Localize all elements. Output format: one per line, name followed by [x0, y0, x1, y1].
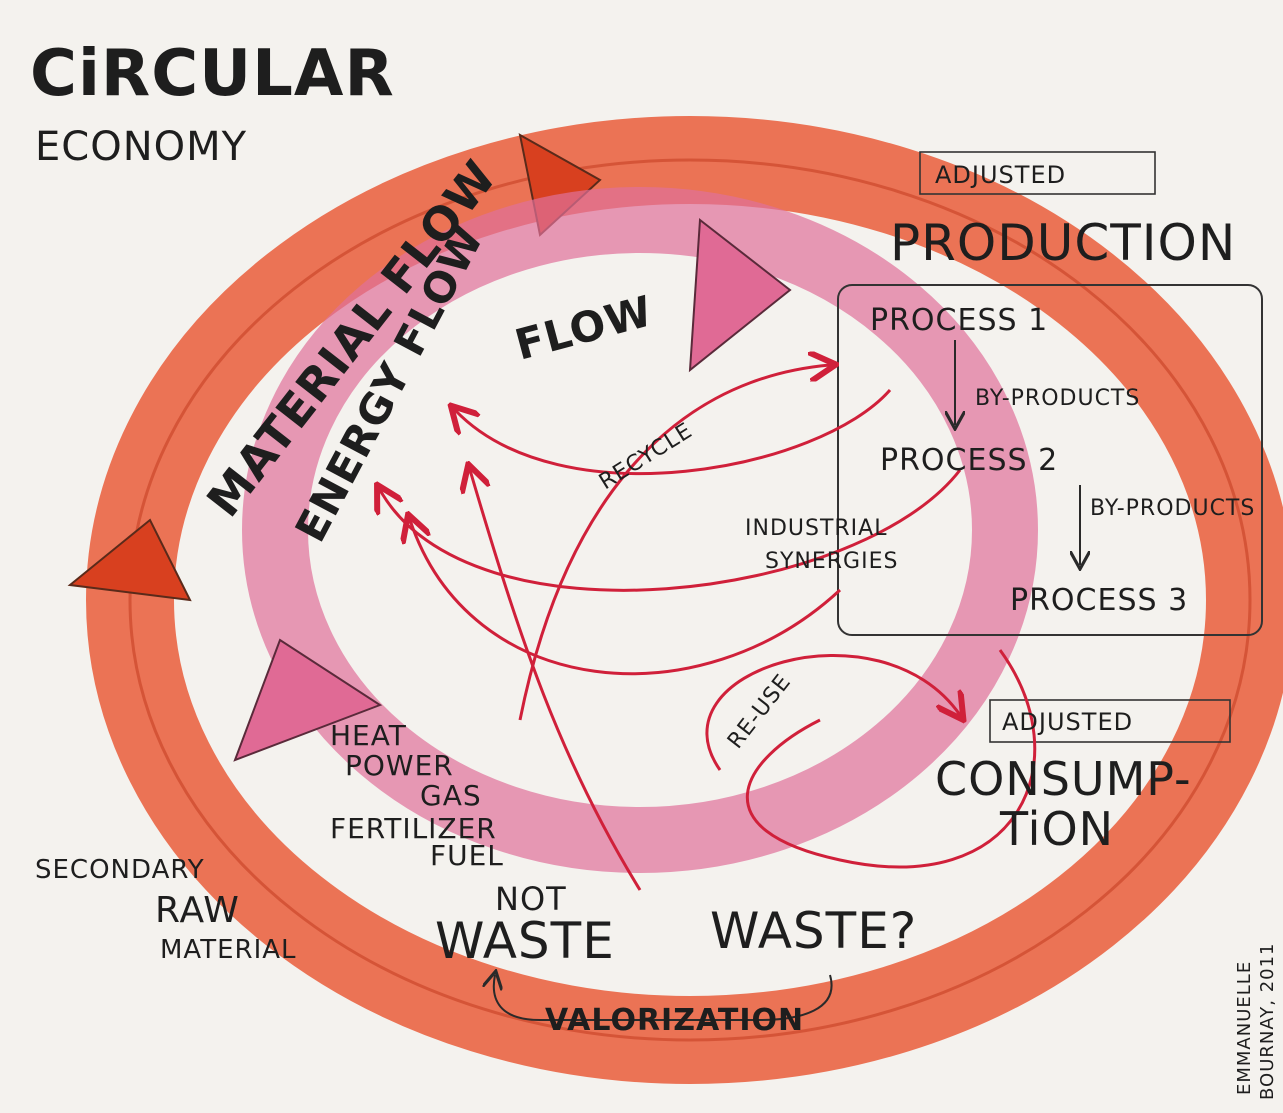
- output-gas: GAS: [420, 779, 482, 812]
- synergy-arrow-2: [380, 469, 962, 592]
- not-waste-1: NOT: [495, 880, 567, 918]
- title-line-1: CiRCULAR: [30, 37, 395, 111]
- industrial-synergies-1: INDUSTRIAL: [745, 516, 887, 541]
- consumption-qualifier: ADJUSTED: [1002, 708, 1133, 736]
- energy-flow-arrowhead-top: [688, 218, 792, 373]
- valorization-label: VALORIZATION: [545, 1003, 804, 1038]
- process-3: PROCESS 3: [1010, 583, 1188, 618]
- industrial-synergies-2: SYNERGIES: [765, 549, 898, 574]
- waste-to-synergy-arrow: [470, 470, 642, 891]
- synergy-arrow-1: [455, 389, 892, 475]
- material-flow-arrowhead-left: [67, 518, 192, 602]
- reuse-arrow: [705, 654, 960, 771]
- title-line-2: ECONOMY: [35, 124, 247, 170]
- process-1: PROCESS 1: [870, 303, 1048, 338]
- byproducts-2: BY-PRODUCTS: [1090, 496, 1255, 521]
- valorization-arrow: [494, 975, 833, 1021]
- production-process-box: [837, 284, 1263, 636]
- energy-flow-label-right: FLOW: [510, 286, 658, 370]
- output-fuel: FUEL: [430, 839, 504, 872]
- consumption-loop-arrow: [746, 649, 1037, 869]
- byproducts-1: BY-PRODUCTS: [975, 386, 1140, 411]
- consumption-label-1: CONSUMP-: [935, 752, 1192, 806]
- inner-flow-arrows: [380, 365, 1037, 891]
- signature-year: BOURNAY, 2011: [1257, 942, 1278, 1100]
- signature-name: EMMANUELLE: [1234, 961, 1255, 1095]
- adjusted-box-top: [919, 151, 1156, 195]
- process-2: PROCESS 2: [880, 443, 1058, 478]
- output-heat: HEAT: [330, 719, 407, 752]
- output-fertilizer: FERTILIZER: [330, 812, 497, 845]
- not-waste-2: WASTE: [435, 912, 615, 970]
- synergy-arrow-3: [410, 520, 842, 676]
- recycle-label: RECYCLE: [595, 418, 697, 495]
- output-power: POWER: [345, 749, 454, 782]
- production-qualifier: ADJUSTED: [935, 161, 1066, 189]
- consumption-label-2: TiON: [999, 802, 1114, 856]
- energy-flow-ring: [233, 187, 1038, 873]
- production-label: PRODUCTION: [890, 214, 1236, 272]
- secondary-raw-material-2: RAW: [155, 890, 240, 931]
- secondary-raw-material-1: SECONDARY: [35, 855, 205, 885]
- secondary-raw-material-3: MATERIAL: [160, 935, 297, 965]
- energy-flow-arrowhead-left: [233, 638, 383, 762]
- waste-question: WASTE?: [710, 902, 917, 960]
- material-flow-ring: [67, 116, 1283, 1084]
- adjusted-box-bottom: [989, 699, 1231, 743]
